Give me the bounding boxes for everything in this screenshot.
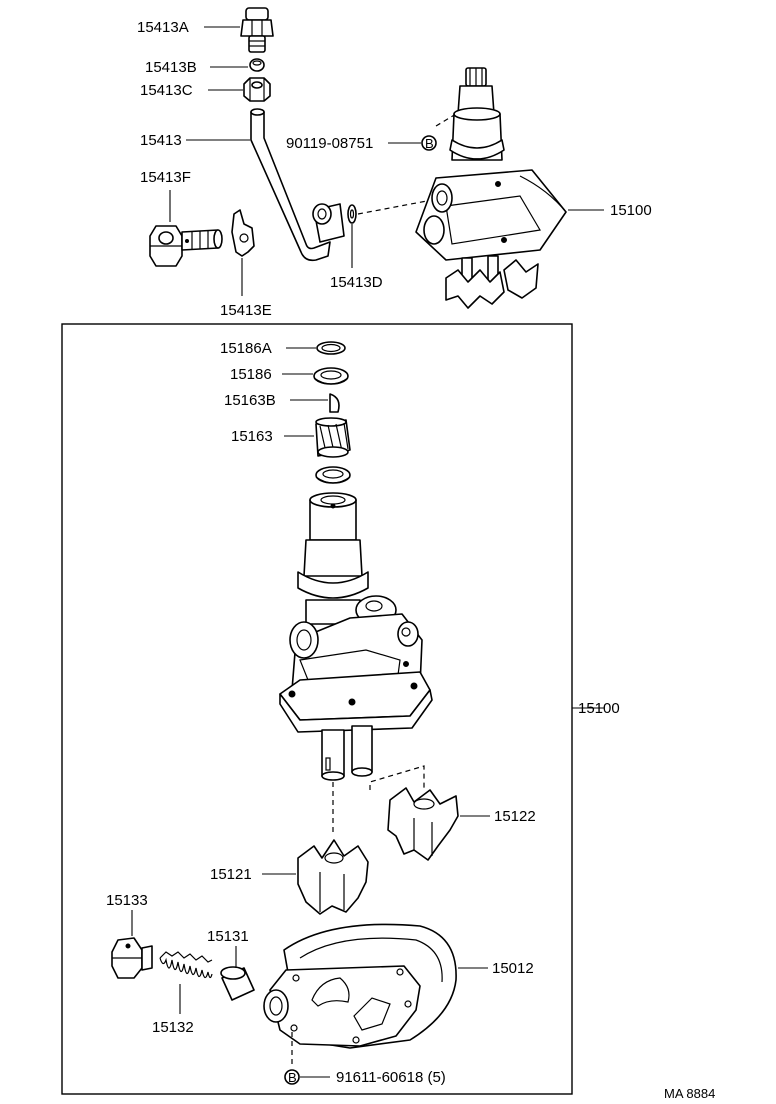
- label-15012: 15012: [492, 960, 534, 977]
- label-15163: 15163: [231, 428, 273, 445]
- label-15413D: 15413D: [330, 274, 383, 291]
- label-15131: 15131: [207, 928, 249, 945]
- label-15413B: 15413B: [145, 59, 197, 76]
- outer-rotor-15122: [387, 787, 459, 861]
- label-15413F: 15413F: [140, 169, 191, 186]
- oil-pump-assembly-top: [415, 67, 567, 309]
- callout-b-top: B: [421, 135, 437, 151]
- label-15413: 15413: [140, 132, 182, 149]
- relief-valve-15131: [220, 966, 255, 1001]
- oil-pipe-15413: [250, 108, 345, 262]
- label-15413A: 15413A: [137, 19, 189, 36]
- pump-assembly-boundary: [61, 323, 573, 1095]
- label-15186A: 15186A: [220, 340, 272, 357]
- label-91611-60618: 91611-60618 (5): [336, 1069, 446, 1086]
- drive-gear-15163: [315, 417, 351, 458]
- pump-cover-15012: [263, 923, 457, 1049]
- union-fitting-15413A: [240, 7, 274, 53]
- lock-plate-15413E: [231, 209, 255, 257]
- svg-text:B: B: [288, 1070, 297, 1085]
- label-15100-top: 15100: [610, 202, 652, 219]
- label-15413E: 15413E: [220, 302, 272, 319]
- washer-15186: [313, 367, 349, 385]
- oil-pump-body: [279, 492, 433, 781]
- callout-b-bottom: B: [284, 1069, 300, 1085]
- label-15163B: 15163B: [224, 392, 276, 409]
- drawing-code: MA 8884: [664, 1086, 715, 1101]
- svg-text:B: B: [425, 136, 434, 151]
- label-15413C: 15413C: [140, 82, 193, 99]
- gasket-15413D: [347, 204, 357, 224]
- spring-15132: [159, 951, 213, 979]
- plug-15133: [111, 937, 153, 979]
- inner-rotor-15121: [297, 839, 369, 915]
- union-bolt-15413F: [149, 225, 223, 267]
- label-15122: 15122: [494, 808, 536, 825]
- label-15186: 15186: [230, 366, 272, 383]
- snap-ring-15186A: [316, 341, 346, 355]
- label-15121: 15121: [210, 866, 252, 883]
- label-15132: 15132: [152, 1019, 194, 1036]
- key-15163B: [329, 393, 340, 413]
- label-15133: 15133: [106, 892, 148, 909]
- nut-15413C: [243, 77, 271, 102]
- label-15100-box: 15100: [578, 700, 620, 717]
- label-90119-08751: 90119-08751: [286, 135, 373, 152]
- thrust-washer: [315, 466, 351, 484]
- sleeve-15413B: [249, 58, 265, 72]
